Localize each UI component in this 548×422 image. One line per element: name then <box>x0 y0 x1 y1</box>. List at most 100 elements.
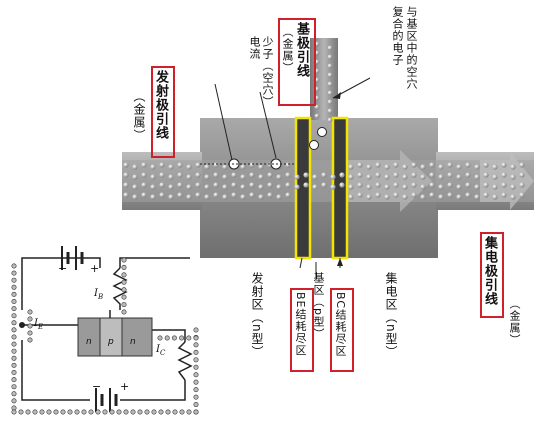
electron <box>501 172 507 178</box>
electron <box>348 184 354 190</box>
electron <box>231 182 237 188</box>
electron <box>366 174 372 180</box>
circuit-electron <box>144 409 150 415</box>
circuit-wire <box>120 380 186 401</box>
electron <box>168 164 174 170</box>
electron <box>429 192 435 198</box>
circuit-electron <box>186 335 192 341</box>
electron <box>327 72 333 78</box>
circuit-electron <box>27 309 33 315</box>
electron <box>213 192 219 198</box>
electron <box>393 182 399 188</box>
circuit-electron <box>123 409 129 415</box>
circuit-electron <box>11 334 17 340</box>
electron <box>321 182 327 188</box>
electron <box>474 174 480 180</box>
collector-lead-label-box <box>480 232 504 318</box>
electron <box>357 162 363 168</box>
electron <box>519 162 525 168</box>
electron <box>276 174 282 180</box>
circuit-electron <box>193 379 199 385</box>
electron <box>267 172 273 178</box>
electron <box>327 90 333 96</box>
circuit-electron <box>11 270 17 276</box>
circuit-electron <box>11 320 17 326</box>
electron <box>222 174 228 180</box>
circuit-electron <box>11 362 17 368</box>
circuit-electron <box>27 316 33 322</box>
electron <box>438 194 444 200</box>
circuit-electron <box>11 313 17 319</box>
electron <box>465 192 471 198</box>
circuit-electron <box>11 398 17 404</box>
circuit-electron <box>102 409 108 415</box>
circuit-electron <box>39 409 45 415</box>
circuit-electron <box>121 309 127 315</box>
electron <box>132 184 138 190</box>
electron <box>249 162 255 168</box>
resistor-collector <box>177 341 193 381</box>
circuit-electron <box>121 264 127 270</box>
electron <box>258 164 264 170</box>
electron <box>492 164 498 170</box>
electron <box>411 172 417 178</box>
electron <box>456 194 462 200</box>
emitter-lead-label-box <box>151 66 175 158</box>
circuit-electron <box>27 330 33 336</box>
electron <box>492 194 498 200</box>
electron <box>267 182 273 188</box>
circuit-electron <box>193 335 199 341</box>
electron <box>501 162 507 168</box>
electron <box>321 172 327 178</box>
electron <box>314 113 320 119</box>
electron <box>357 172 363 178</box>
electron <box>465 182 471 188</box>
electron <box>159 182 165 188</box>
electron <box>159 162 165 168</box>
electron <box>222 194 228 200</box>
circuit-electron <box>11 277 17 283</box>
recombination-label: 与基区中的空穴复合的电子 <box>391 6 418 90</box>
electron <box>402 184 408 190</box>
inset-circuit <box>11 246 199 415</box>
circuit-electron <box>193 394 199 400</box>
circuit-electron <box>11 327 17 333</box>
electron <box>141 162 147 168</box>
electron <box>276 184 282 190</box>
electron <box>123 162 129 168</box>
electron <box>123 182 129 188</box>
emitter-lead-label: 发射极引线 <box>153 70 168 140</box>
circuit-electron <box>95 409 101 415</box>
ib-label: IB <box>94 288 104 301</box>
electron <box>186 164 192 170</box>
electron <box>348 164 354 170</box>
circuit-electron <box>130 409 136 415</box>
electron <box>456 164 462 170</box>
electron <box>357 192 363 198</box>
hole <box>309 140 319 150</box>
electron <box>204 164 210 170</box>
circuit-electron <box>11 306 17 312</box>
electron <box>195 192 201 198</box>
electron <box>483 162 489 168</box>
electron <box>429 182 435 188</box>
electron <box>366 184 372 190</box>
electron <box>402 174 408 180</box>
electron <box>483 192 489 198</box>
electron <box>483 182 489 188</box>
electron <box>447 162 453 168</box>
electron <box>330 174 336 180</box>
electron <box>438 174 444 180</box>
circuit-electron <box>27 323 33 329</box>
circuit-electron <box>11 409 17 415</box>
circuit-wire <box>119 257 190 268</box>
circuit-electron <box>88 409 94 415</box>
electron <box>384 174 390 180</box>
electron <box>222 184 228 190</box>
electron <box>150 174 156 180</box>
electron <box>213 172 219 178</box>
electron <box>168 184 174 190</box>
battery-top-minus: − <box>58 262 68 275</box>
electron <box>249 192 255 198</box>
electron <box>393 162 399 168</box>
